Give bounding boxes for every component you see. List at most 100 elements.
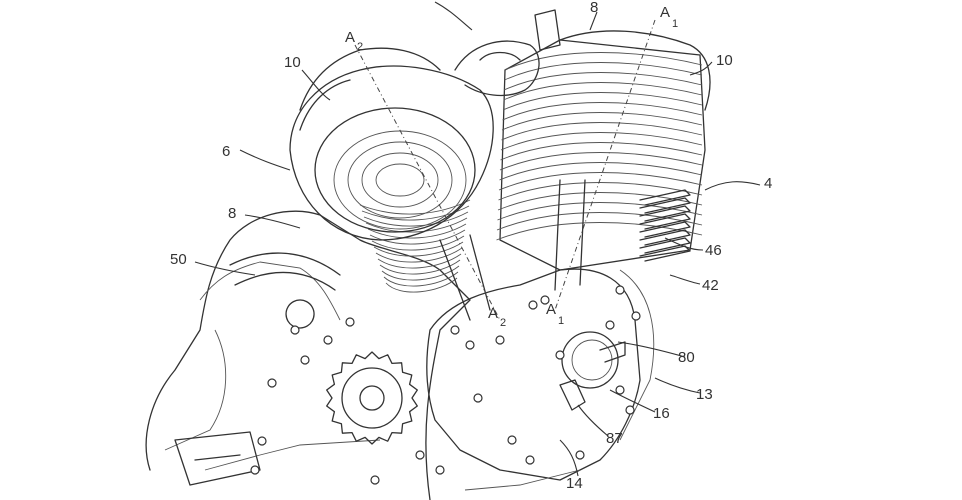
fin [501, 122, 703, 141]
bolt [605, 320, 615, 330]
sensor-housing [561, 331, 619, 389]
gear-teeth [326, 351, 418, 445]
bolt [465, 340, 475, 350]
leader-lines [194, 1, 761, 477]
fin [504, 62, 703, 81]
fin [497, 202, 703, 221]
bolt [631, 311, 641, 321]
rear-cylinder-head [559, 30, 711, 111]
front-cylinder-fins [359, 199, 471, 293]
fin [361, 205, 470, 221]
label-a2-top-sub: 2 [357, 41, 363, 53]
fin [502, 92, 703, 111]
axis-a1 [554, 19, 656, 311]
bowl-ring [375, 163, 425, 197]
fin [373, 241, 464, 257]
fin [365, 217, 468, 233]
front-head-top [299, 47, 441, 131]
side-fin [639, 229, 691, 246]
gear-hub [341, 367, 403, 429]
front-head-bowl [314, 107, 476, 233]
bolt [525, 455, 535, 465]
fin [363, 211, 469, 227]
side-fin [639, 205, 691, 222]
fin [359, 199, 471, 215]
pushrod-tubes [439, 179, 586, 321]
label-42: 42 [702, 277, 719, 294]
fin [375, 247, 463, 263]
label-4-rear: 4 [764, 175, 772, 192]
sensor-arm [599, 341, 626, 363]
bolt [300, 355, 310, 365]
label-87: 87 [606, 430, 623, 447]
label-a2-mid: A [488, 305, 498, 322]
fin [502, 102, 703, 121]
label-6-front: 6 [222, 143, 230, 160]
bowl-ring [347, 141, 453, 219]
fin [371, 235, 465, 251]
fin [369, 229, 466, 245]
gear-center-nut [359, 385, 385, 411]
label-a1-mid: A [546, 301, 556, 318]
front-cylinder-head [289, 65, 494, 241]
label-13: 13 [696, 386, 713, 403]
crankcase-left [145, 210, 471, 500]
side-fin [639, 213, 691, 230]
timing-gear [326, 351, 418, 445]
bolt [473, 393, 483, 403]
cover-outer-edge [464, 269, 655, 491]
connector-87 [559, 379, 586, 411]
bolt [435, 465, 445, 475]
fin [498, 172, 703, 191]
fin [503, 72, 703, 91]
bolt [495, 335, 505, 345]
rear-cylinder-fins [496, 52, 703, 241]
side-fin [639, 237, 691, 254]
fin [496, 212, 703, 231]
bolt [625, 405, 635, 415]
bolt [615, 385, 625, 395]
bolt [555, 350, 565, 360]
side-fin [639, 245, 691, 262]
bolt [323, 335, 333, 345]
mounting-bracket [174, 431, 261, 486]
fin [383, 271, 459, 287]
bolt [528, 300, 538, 310]
fin [503, 82, 703, 101]
label-a2-mid-sub: 2 [500, 317, 506, 329]
bolt [540, 295, 550, 305]
fin [498, 182, 703, 201]
bolt [257, 436, 267, 446]
fin [500, 132, 703, 151]
bolt [415, 450, 425, 460]
fin [367, 223, 467, 239]
fin [500, 142, 703, 161]
fin [499, 152, 703, 171]
label-16: 16 [653, 405, 670, 422]
label-a2-top: A [345, 29, 355, 46]
crankcase-cover [426, 268, 641, 481]
bolt [450, 325, 460, 335]
fin [499, 162, 703, 181]
side-fin [639, 189, 691, 206]
bowl-ring [361, 152, 439, 208]
fin [501, 112, 703, 131]
label-8-top: 8 [590, 0, 598, 16]
bolts [250, 285, 641, 485]
side-fin [639, 197, 691, 214]
side-fin [639, 221, 691, 238]
head-bowl-rings [333, 130, 467, 230]
fin [377, 253, 462, 269]
label-10-right: 10 [716, 52, 733, 69]
intake-tube [229, 252, 341, 329]
bolt [290, 325, 300, 335]
crankcase-left-inner [164, 261, 381, 471]
label-a1-mid-sub: 1 [558, 315, 564, 327]
fin [379, 259, 461, 275]
label-a1-top-sub: 1 [672, 18, 678, 30]
fin [504, 52, 703, 71]
bolt [250, 465, 260, 475]
label-80: 80 [678, 349, 695, 366]
label-46: 46 [705, 242, 722, 259]
